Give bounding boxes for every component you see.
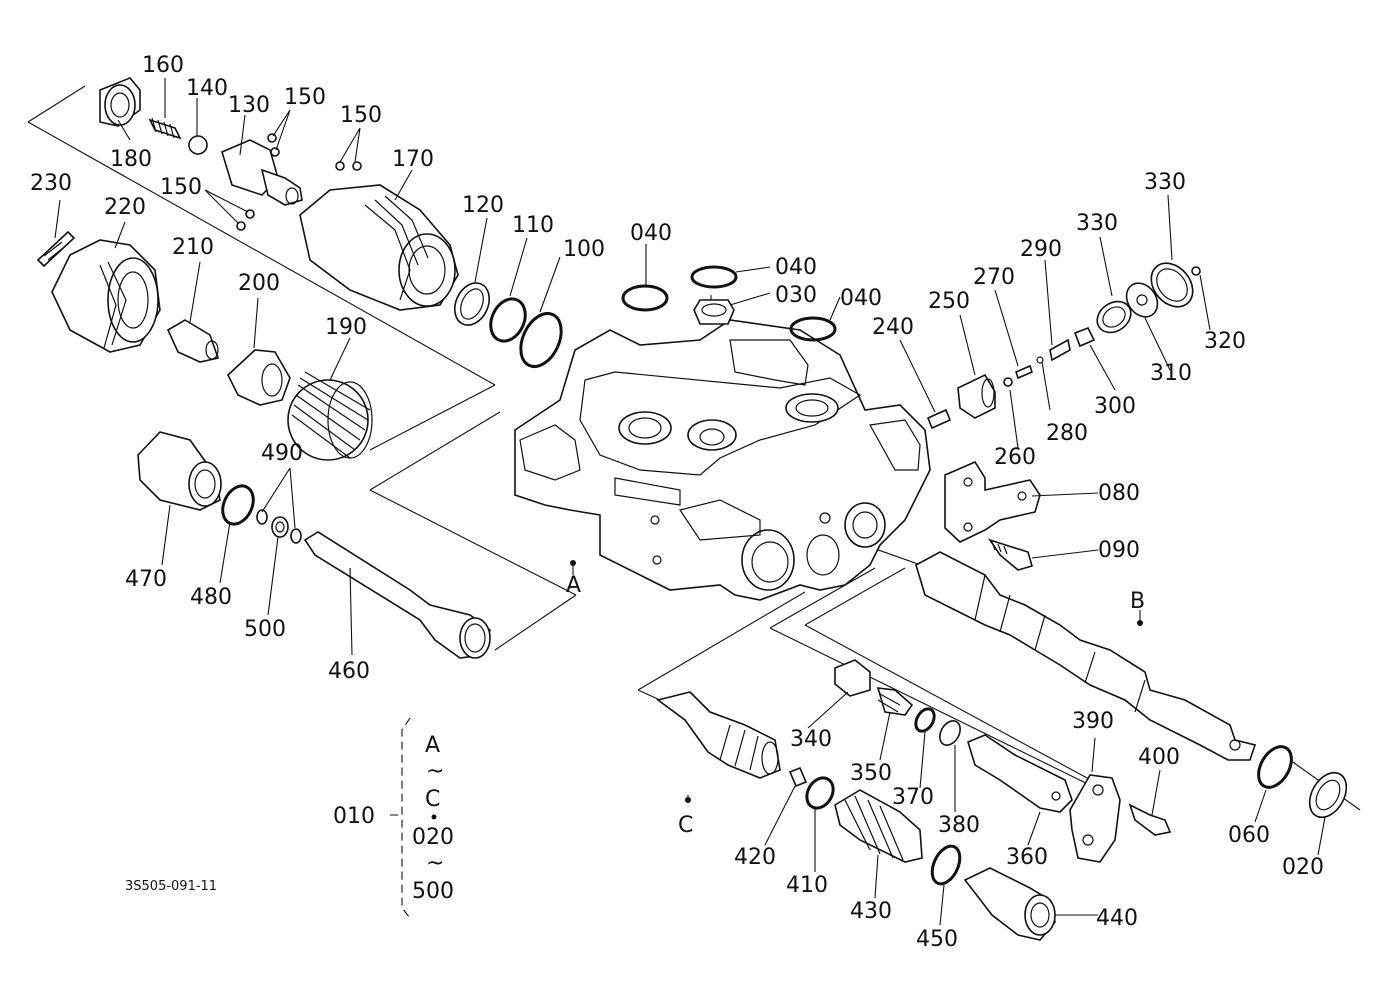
label-330: 330 [1144,170,1186,195]
label-150: 150 [160,175,202,200]
relief-cartridge-group [99,77,362,231]
label-040: 040 [840,286,882,311]
label-420: 420 [734,845,776,870]
label-320: 320 [1204,329,1246,354]
label-030: 030 [775,283,817,308]
label-120: 120 [462,193,504,218]
label-040: 040 [775,255,817,280]
legend-bracket [390,717,411,919]
label-010: 010 [333,804,375,829]
label-330: 330 [1076,211,1118,236]
label-230: 230 [30,171,72,196]
label-160: 160 [142,53,184,78]
label-500: 500 [244,617,286,642]
label-430: 430 [850,899,892,924]
label-480: 480 [190,585,232,610]
label-090: 090 [1098,538,1140,563]
label-170: 170 [392,147,434,172]
label-150: 150 [284,85,326,110]
label-040: 040 [630,221,672,246]
label-020: 020 [1282,855,1324,880]
label-350: 350 [850,761,892,786]
label-c: C [678,813,693,838]
top-seals [621,265,837,342]
piston-210-200-190 [166,319,373,461]
label-130: 130 [228,93,270,118]
label-270: 270 [973,265,1015,290]
label-190: 190 [325,315,367,340]
spool-460-group [137,431,491,659]
label-150: 150 [340,103,382,128]
legend-dot [431,814,437,820]
legend-020: 020 [412,825,454,850]
label-240: 240 [872,315,914,340]
bracket-080 [944,460,1041,543]
label-100: 100 [563,237,605,262]
label-060: 060 [1228,823,1270,848]
label-280: 280 [1046,421,1088,446]
legend-tilde-2: ~ [426,851,444,876]
legend-a: A [425,733,440,758]
legend-tilde-1: ~ [426,759,444,784]
label-310: 310 [1150,361,1192,386]
label-410: 410 [786,873,828,898]
label-210: 210 [172,235,214,260]
label-a: A [566,573,581,598]
label-300: 300 [1094,394,1136,419]
label-360: 360 [1006,845,1048,870]
valve-body [514,319,931,601]
label-470: 470 [125,567,167,592]
check-valve-group [926,262,1201,430]
label-340: 340 [790,727,832,752]
label-370: 370 [892,785,934,810]
legend-c: C [425,787,440,812]
label-290: 290 [1020,237,1062,262]
label-380: 380 [938,813,980,838]
label-140: 140 [186,76,228,101]
seals-060-020 [1257,745,1348,819]
label-490: 490 [261,441,303,466]
o-rings-top [453,282,563,368]
label-b: B [1130,589,1145,614]
label-260: 260 [994,445,1036,470]
part-labels: 160 140 130 150 150 150 180 170 230 220 … [30,53,1324,952]
bolt-090 [988,538,1033,571]
housing-170 [299,184,459,311]
label-390: 390 [1072,709,1114,734]
label-220: 220 [104,195,146,220]
label-200: 200 [238,271,280,296]
label-400: 400 [1138,745,1180,770]
spool-assembly [915,551,1257,761]
reference-points [570,560,1143,803]
label-460: 460 [328,659,370,684]
label-250: 250 [928,289,970,314]
housing-220 [51,239,161,353]
label-450: 450 [916,927,958,952]
label-180: 180 [110,147,152,172]
legend-500: 500 [412,879,454,904]
tag-230 [36,230,76,268]
leader-lines [54,78,1326,926]
label-440: 440 [1096,906,1138,931]
lower-spool-c-group [656,659,1172,941]
label-110: 110 [512,213,554,238]
label-080: 080 [1098,481,1140,506]
ref-code: 3S505-091-11 [125,879,217,894]
